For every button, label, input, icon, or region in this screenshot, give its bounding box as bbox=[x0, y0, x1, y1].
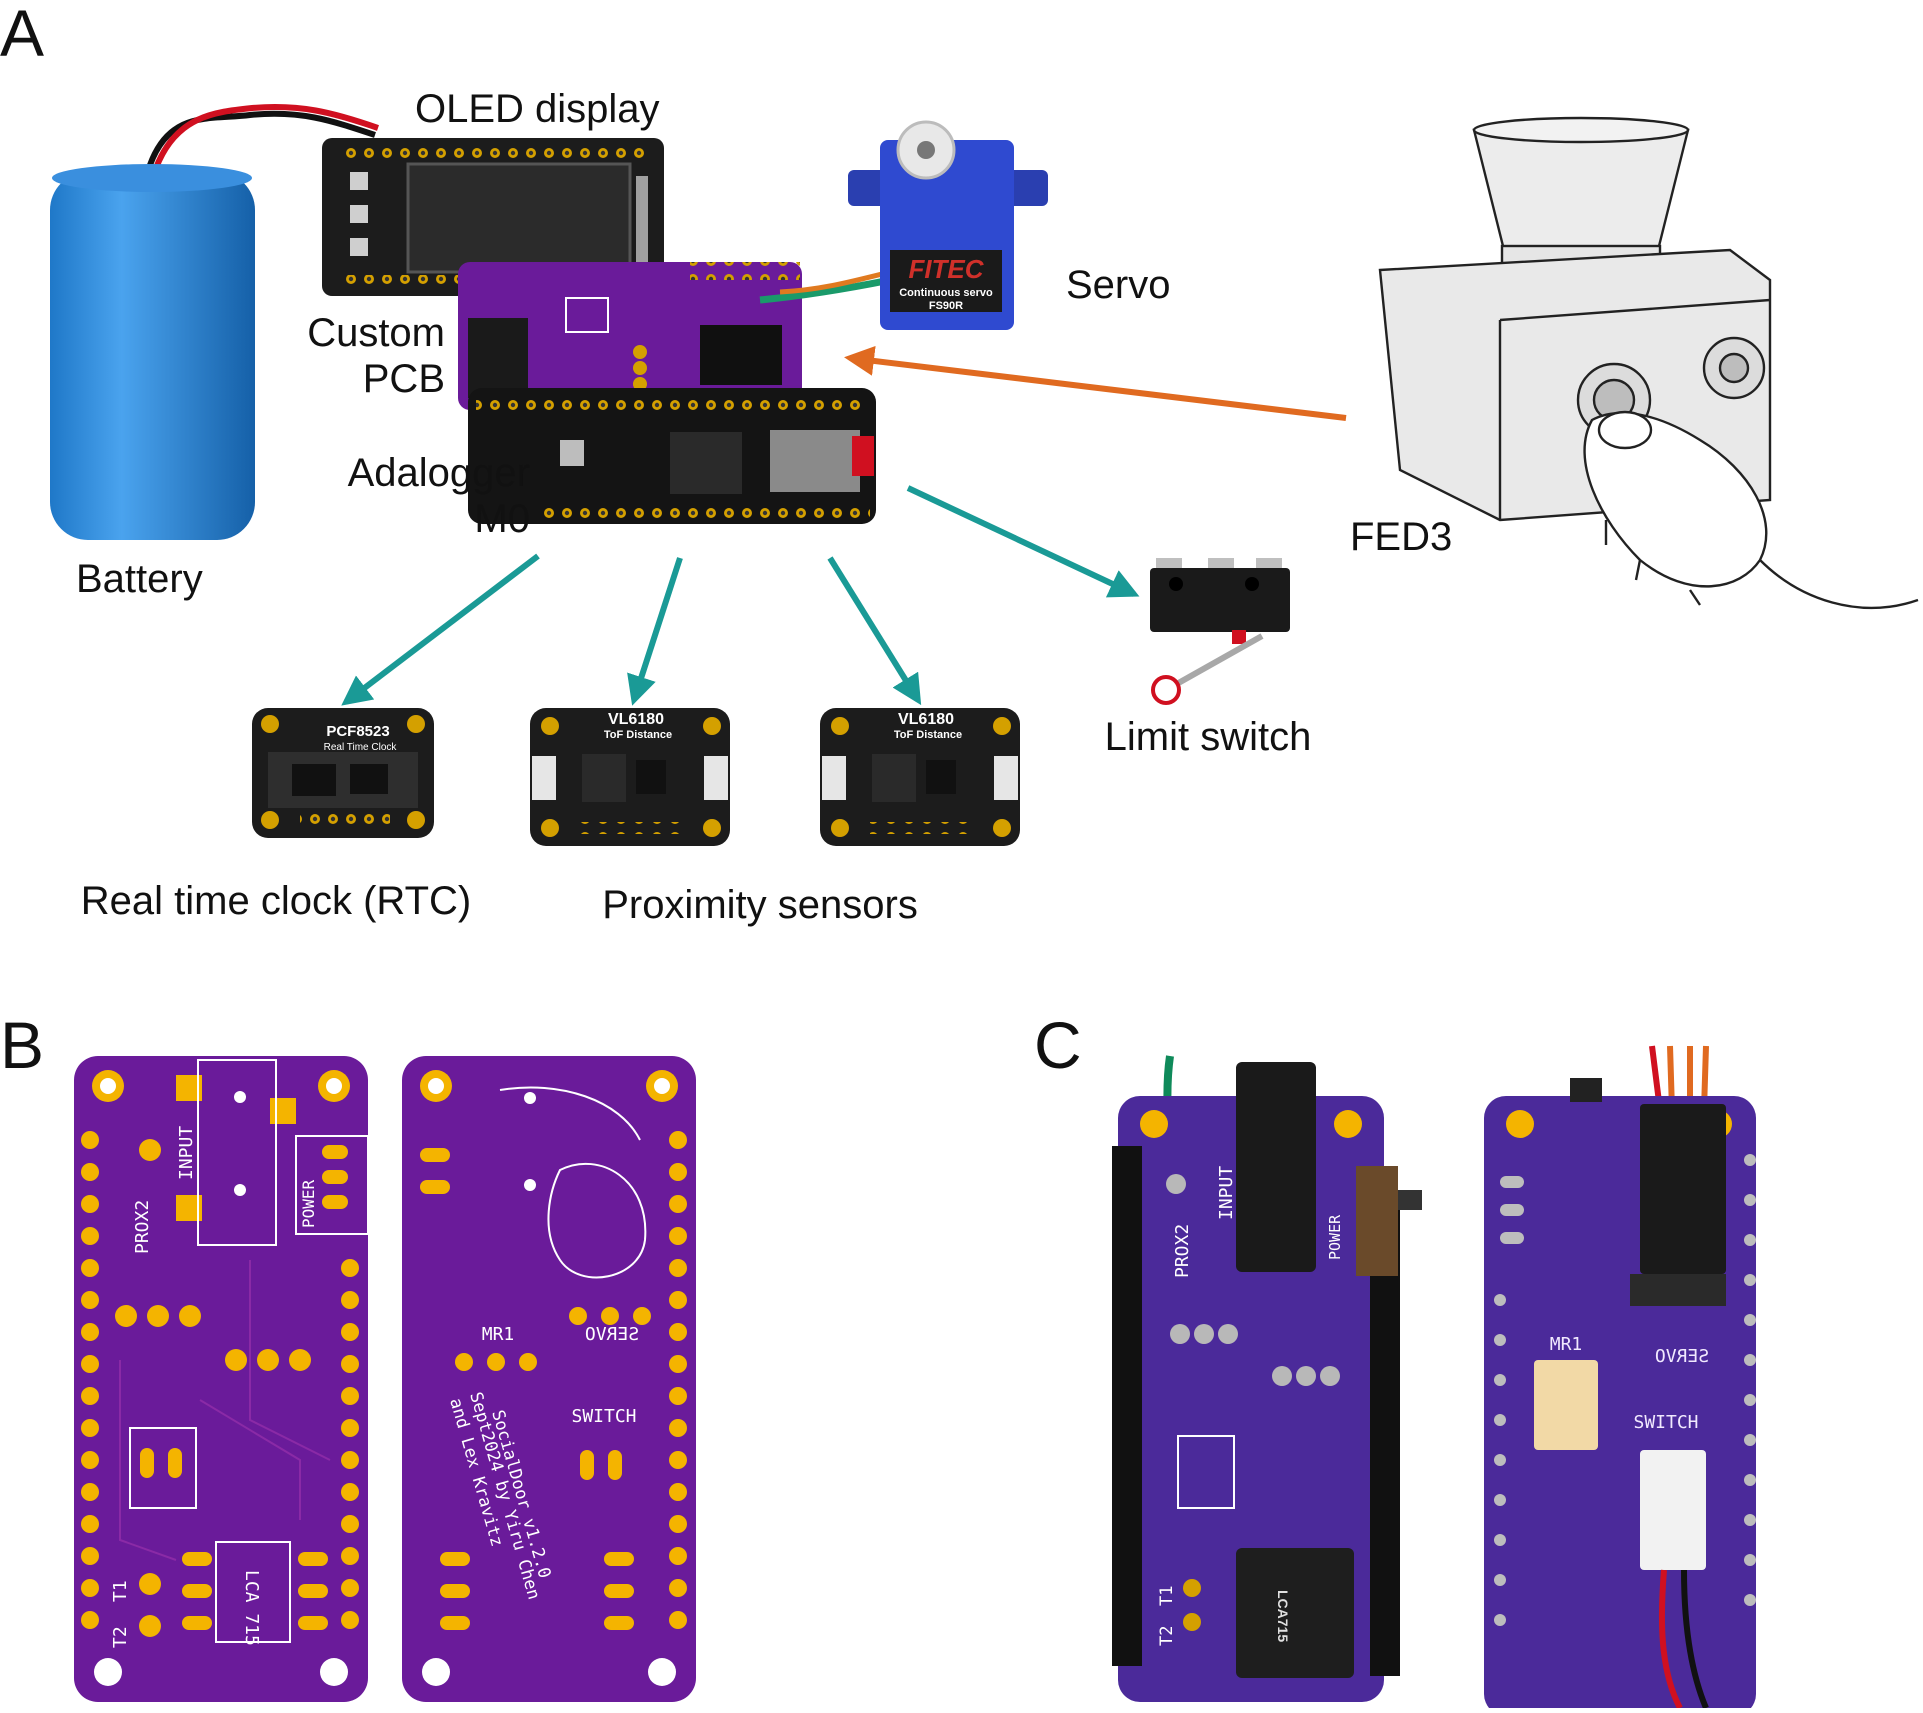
prox2-chip-sub: ToF Distance bbox=[894, 729, 962, 741]
servo-sub1-text: Continuous servo bbox=[899, 287, 993, 299]
assembled-pcb-back-photo: MR1 SERVO SWITCH bbox=[1484, 1046, 1756, 1708]
photo-back-servo-label: SERVO bbox=[1655, 1346, 1709, 1367]
pcb-back-servo-label: SERVO bbox=[585, 1324, 639, 1345]
assembled-pcb-front-photo: LCA715 INPUT POWER PROX2 T1 T2 bbox=[1112, 1056, 1422, 1702]
photo-front-input-label: INPUT bbox=[1216, 1166, 1237, 1220]
photo-front-power-label: POWER bbox=[1326, 1214, 1344, 1260]
photo-back-switch-label: SWITCH bbox=[1633, 1412, 1698, 1433]
pcb-front-render: INPUT POWER PROX2 T1 T2 LCA 715 bbox=[74, 1056, 368, 1702]
photo-front-prox2-label: PROX2 bbox=[1172, 1224, 1193, 1278]
rtc-chip-name: PCF8523 bbox=[326, 723, 389, 740]
prox1-chip-name: VL6180 bbox=[608, 711, 664, 728]
custom-pcb-label-line1: Custom bbox=[307, 311, 445, 355]
pcb-back-switch-label: SWITCH bbox=[571, 1406, 636, 1427]
photo-opto-chip-text: LCA715 bbox=[1275, 1590, 1291, 1642]
pcb-front-t2-label: T2 bbox=[110, 1626, 131, 1648]
custom-pcb-label-line2: PCB bbox=[363, 357, 445, 401]
limit-switch-label: Limit switch bbox=[1105, 715, 1312, 759]
arrow-to-limit-switch bbox=[908, 488, 1134, 594]
fed3-label: FED3 bbox=[1350, 515, 1452, 559]
battery-label: Battery bbox=[76, 557, 203, 601]
photo-back-mr1-label: MR1 bbox=[1550, 1334, 1583, 1355]
rtc-board-image: PCF8523 Real Time Clock bbox=[252, 708, 434, 838]
fed3-image bbox=[1380, 118, 1918, 608]
prox1-chip-sub: ToF Distance bbox=[604, 729, 672, 741]
oled-label: OLED display bbox=[415, 87, 660, 131]
servo-brand-text: FITEC bbox=[908, 254, 984, 284]
proximity-sensors-label: Proximity sensors bbox=[602, 883, 918, 927]
pcb-front-prox2-label: PROX2 bbox=[132, 1200, 153, 1254]
panel-letter-a: A bbox=[0, 0, 44, 70]
arrow-to-rtc bbox=[346, 556, 538, 702]
pcb-back-mr1-label: MR1 bbox=[482, 1324, 515, 1345]
photo-front-t1-label: T1 bbox=[1157, 1586, 1177, 1606]
pcb-front-power-label: POWER bbox=[299, 1179, 318, 1228]
proximity-sensor-2-image: VL6180 ToF Distance bbox=[820, 708, 1020, 846]
arrow-to-prox2 bbox=[830, 558, 918, 700]
servo-image: FITEC Continuous servo FS90R bbox=[760, 122, 1048, 330]
adalogger-label-line1: Adalogger bbox=[348, 451, 530, 495]
panel-letter-b: B bbox=[0, 1008, 44, 1082]
arrow-fed3-to-pcb bbox=[850, 358, 1346, 418]
pcb-front-opto-label: LCA 715 bbox=[241, 1570, 262, 1646]
proximity-sensor-1-image: VL6180 ToF Distance bbox=[530, 708, 730, 846]
pcb-back-render: MR1 SERVO SWITCH SocialDoor v1.2.0 Sept2… bbox=[402, 1056, 696, 1702]
prox2-chip-name: VL6180 bbox=[898, 711, 954, 728]
panel-letter-c: C bbox=[1034, 1008, 1082, 1082]
arrow-to-prox1 bbox=[634, 558, 680, 700]
adalogger-label-line2: M0 bbox=[474, 497, 530, 541]
photo-front-t2-label: T2 bbox=[1157, 1626, 1177, 1646]
pcb-front-input-label: INPUT bbox=[176, 1126, 197, 1180]
pcb-front-t1-label: T1 bbox=[110, 1580, 131, 1602]
rtc-chip-sub: Real Time Clock bbox=[324, 742, 398, 753]
servo-sub2-text: FS90R bbox=[929, 300, 963, 312]
limit-switch-image bbox=[1150, 558, 1290, 703]
rtc-label: Real time clock (RTC) bbox=[81, 879, 471, 923]
servo-label: Servo bbox=[1066, 263, 1171, 307]
